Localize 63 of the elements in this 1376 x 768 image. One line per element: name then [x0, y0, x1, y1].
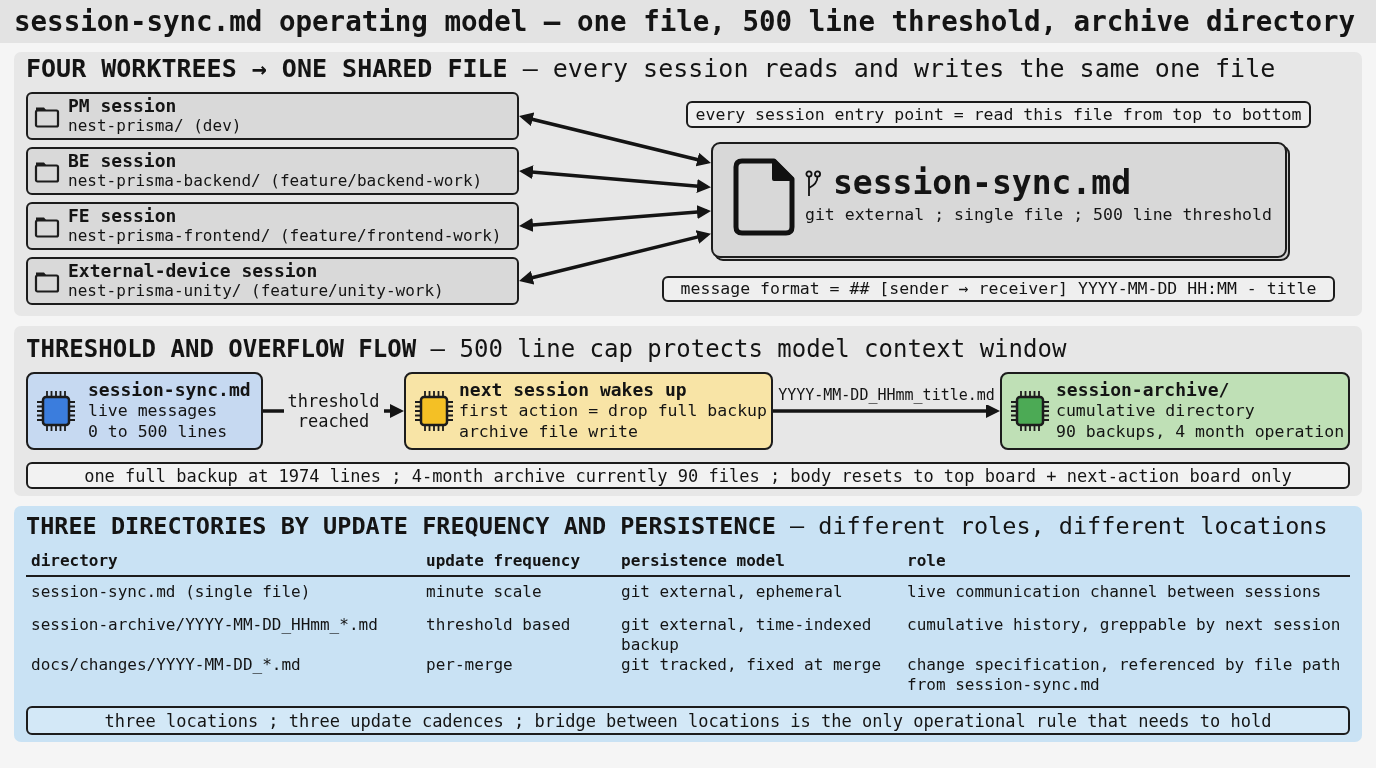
note-text: one full backup at 1974 lines ; 4-month archive currently 90 files ; body resets to top board + next-action board only	[84, 465, 1292, 486]
edge-label: YYYY-MM-DD_HHmm_title.md	[778, 385, 995, 405]
title-text: session-sync.md operating model — one file, 500 line threshold, archive directory	[14, 4, 1356, 38]
file-box	[711, 142, 1287, 258]
table-cell-text: change specification, referenced by file path from session-sync.md	[907, 655, 1342, 695]
box-subtext: nest-prisma/ (dev)	[68, 116, 242, 136]
table-header-cell: update frequency	[426, 551, 581, 571]
box-heading: session-sync.md	[88, 379, 251, 400]
session-box	[26, 92, 519, 140]
table-cell: minute scale	[426, 582, 542, 602]
arrow	[773, 404, 1000, 418]
double-arrow	[519, 230, 711, 285]
box-heading: BE session	[68, 151, 177, 171]
table-cell: cumulative history, greppable by next session	[907, 615, 1341, 635]
table-cell: session-archive/YYYY-MM-DD_HHmm_*.md	[31, 615, 378, 635]
box-subtext: 90 backups, 4 month operation	[1056, 421, 1345, 442]
table-cell: per-merge	[426, 655, 513, 675]
note-text: every session entry point = read this file from top to bottom	[695, 104, 1302, 125]
box-subtext: 0 to 500 lines	[88, 421, 228, 442]
note-box	[26, 706, 1350, 735]
section-heading: THREE DIRECTORIES BY UPDATE FREQUENCY AND PERSISTENCE — different roles, different locations	[26, 511, 1328, 541]
double-arrow	[519, 112, 711, 167]
process-box	[26, 372, 263, 450]
section-heading: THRESHOLD AND OVERFLOW FLOW — 500 line cap protects model context window	[26, 334, 1067, 364]
process-box	[404, 372, 773, 450]
note-text: three locations ; three update cadences ; bridge between locations is the only operational rule that needs to hold	[104, 710, 1272, 731]
note-box	[662, 276, 1335, 302]
table-header-cell: role	[907, 551, 946, 571]
note-box	[686, 101, 1311, 128]
box-heading: session-archive/	[1056, 379, 1230, 400]
section-panel	[14, 52, 1362, 316]
file-subtext: git external ; single file ; 500 line threshold	[805, 204, 1272, 226]
process-box	[1000, 372, 1350, 450]
box-heading: FE session	[68, 206, 177, 226]
box-subtext: nest-prisma-frontend/ (feature/frontend-work)	[68, 226, 502, 246]
box-heading: PM session	[68, 96, 177, 116]
box-subtext: first action = drop full backup	[459, 400, 767, 421]
double-arrow	[519, 165, 711, 194]
box-subtext: nest-prisma-unity/ (feature/unity-work)	[68, 281, 444, 301]
box-subtext: cumulative directory	[1056, 400, 1255, 421]
box-subtext: nest-prisma-backend/ (feature/backend-work)	[68, 171, 483, 191]
table-cell: git tracked, fixed at merge	[621, 655, 882, 675]
table-header-cell: persistence model	[621, 551, 785, 571]
box-subtext: archive file write	[459, 421, 638, 442]
section-panel	[14, 506, 1362, 742]
box-heading: External-device session	[68, 261, 318, 281]
table-cell: session-sync.md (single file)	[31, 582, 311, 602]
table-cell: live communication channel between sessions	[907, 582, 1322, 602]
section-heading: FOUR WORKTREES → ONE SHARED FILE — every session reads and writes the same one file	[26, 54, 1276, 84]
session-box	[26, 202, 519, 250]
note-text: message format = ## [sender → receiver] YYYY-MM-DD HH:MM - title	[680, 279, 1317, 299]
double-arrow	[519, 205, 711, 232]
note-box	[26, 462, 1350, 489]
box-heading: next session wakes up	[459, 379, 687, 400]
table-cell: threshold based	[426, 615, 571, 635]
table-header-cell: directory	[31, 551, 118, 571]
table-cell: docs/changes/YYYY-MM-DD_*.md	[31, 655, 301, 675]
file-name: session-sync.md	[833, 163, 1131, 203]
section-panel	[14, 326, 1362, 496]
box-subtext: live messages	[88, 400, 218, 421]
session-box	[26, 257, 519, 305]
session-box	[26, 147, 519, 195]
table-cell: git external, ephemeral	[621, 582, 843, 602]
